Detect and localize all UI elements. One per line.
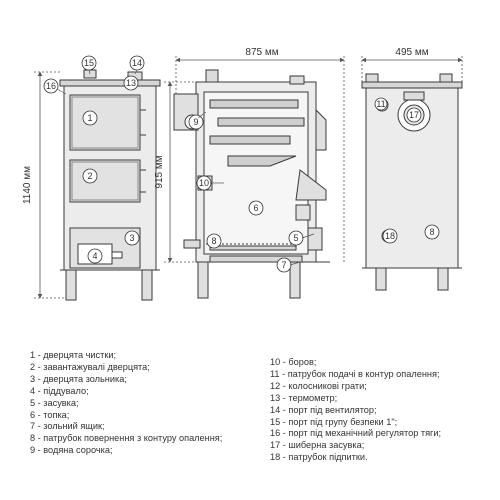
callout-16: 16	[43, 78, 59, 94]
callout-markers: 1 2 3 4 5 6 7 8 9 10 13 14 15 16 11 17 1…	[43, 55, 440, 273]
dim-height-body: 915 мм	[154, 155, 165, 188]
callout-8: 8	[206, 233, 222, 249]
callout-18: 18	[382, 228, 398, 244]
front-view	[59, 69, 161, 301]
svg-text:8: 8	[211, 236, 216, 246]
callout-5: 5	[288, 230, 304, 246]
svg-text:9: 9	[193, 117, 198, 127]
callout-4: 4	[87, 248, 103, 264]
legend-item-5: 5 - засувка;	[30, 397, 79, 408]
dim-height-total: 1140 мм	[22, 166, 33, 204]
dim-width: 495 мм	[395, 47, 428, 58]
legend-item-18: 18 - патрубок підпитки.	[270, 452, 368, 463]
legend-item-9: 9 - водяна сорочка;	[30, 445, 113, 456]
dim-depth: 875 мм	[245, 47, 278, 58]
svg-text:5: 5	[293, 233, 298, 243]
callout-1: 1	[82, 110, 98, 126]
svg-text:8: 8	[429, 227, 434, 237]
callout-2: 2	[82, 168, 98, 184]
legend-item-11: 11 - патрубок подачі в контур опалення;	[270, 368, 440, 379]
legend-item-4: 4 - піддувало;	[30, 385, 89, 396]
svg-text:1: 1	[87, 113, 92, 123]
legend-item-2: 2 - завантажувалі дверцята;	[30, 361, 150, 372]
callout-13: 13	[123, 75, 139, 91]
legend-item-10: 10 - боров;	[270, 357, 317, 367]
side-view	[173, 69, 330, 299]
callout-11: 11	[374, 97, 388, 111]
dimension-lines	[34, 56, 463, 299]
svg-text:15: 15	[84, 58, 94, 68]
legend-item-1: 1 - дверцята чистки;	[30, 350, 117, 360]
legend-item-12: 12 - колосникові грати;	[270, 380, 367, 391]
legend-item-3: 3 - дверцята зольника;	[30, 373, 127, 384]
legend-item-7: 7 - зольний ящик;	[30, 421, 105, 432]
callout-6: 6	[248, 200, 264, 216]
legend-item-13: 13 - термометр;	[270, 392, 338, 403]
svg-text:11: 11	[376, 99, 385, 109]
legend-item-6: 6 - топка;	[30, 409, 70, 420]
svg-text:7: 7	[281, 260, 286, 270]
legend-item-14: 14 - порт під вентилятор;	[270, 404, 377, 415]
svg-text:6: 6	[253, 203, 258, 213]
svg-text:3: 3	[129, 233, 134, 243]
svg-text:10: 10	[199, 178, 209, 188]
callout-17: 17	[406, 107, 422, 123]
callout-8-rear: 8	[424, 224, 440, 240]
callout-9: 9	[188, 114, 204, 130]
callout-7: 7	[276, 257, 292, 273]
callout-15: 15	[81, 55, 97, 71]
callout-10: 10	[196, 175, 212, 191]
legend-item-17: 17 - шиберна засувка;	[270, 440, 365, 451]
legend-item-15: 15 - порт під групу безпеки 1";	[270, 416, 398, 427]
svg-text:4: 4	[92, 251, 97, 261]
callout-3: 3	[124, 230, 140, 246]
legend-item-16: 16 - порт під механічний регулятор тяги;	[270, 428, 442, 439]
legend-right: 10 - боров; 11 - патрубок подачі в конту…	[270, 357, 441, 464]
svg-text:16: 16	[46, 81, 56, 91]
legend-item-8: 8 - патрубок повернення з контуру опален…	[30, 433, 223, 444]
legend-left: 1 - дверцята чистки; 2 - завантажувалі д…	[30, 350, 222, 457]
svg-text:18: 18	[385, 231, 395, 241]
svg-text:2: 2	[87, 171, 92, 181]
svg-text:14: 14	[132, 58, 142, 68]
svg-text:17: 17	[409, 110, 419, 120]
callout-14: 14	[129, 55, 145, 71]
svg-text:13: 13	[126, 78, 136, 88]
